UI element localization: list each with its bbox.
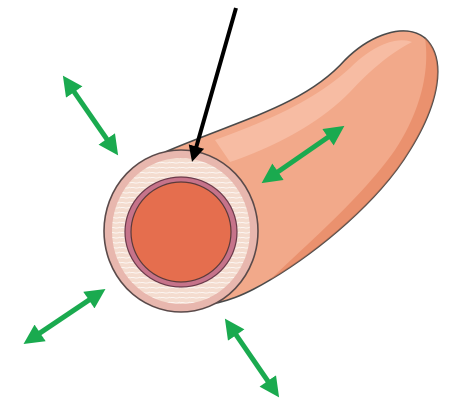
stretch-arrow-lower-left (31, 294, 98, 339)
stretch-arrow-bottom (230, 326, 274, 390)
lumen (131, 182, 231, 282)
vessel-cross-section (104, 150, 258, 312)
green-double-arrow-icon (31, 294, 98, 339)
stretch-arrow-upper-left (68, 83, 113, 148)
green-double-arrow-icon (68, 83, 113, 148)
green-double-arrow-icon (230, 326, 274, 390)
